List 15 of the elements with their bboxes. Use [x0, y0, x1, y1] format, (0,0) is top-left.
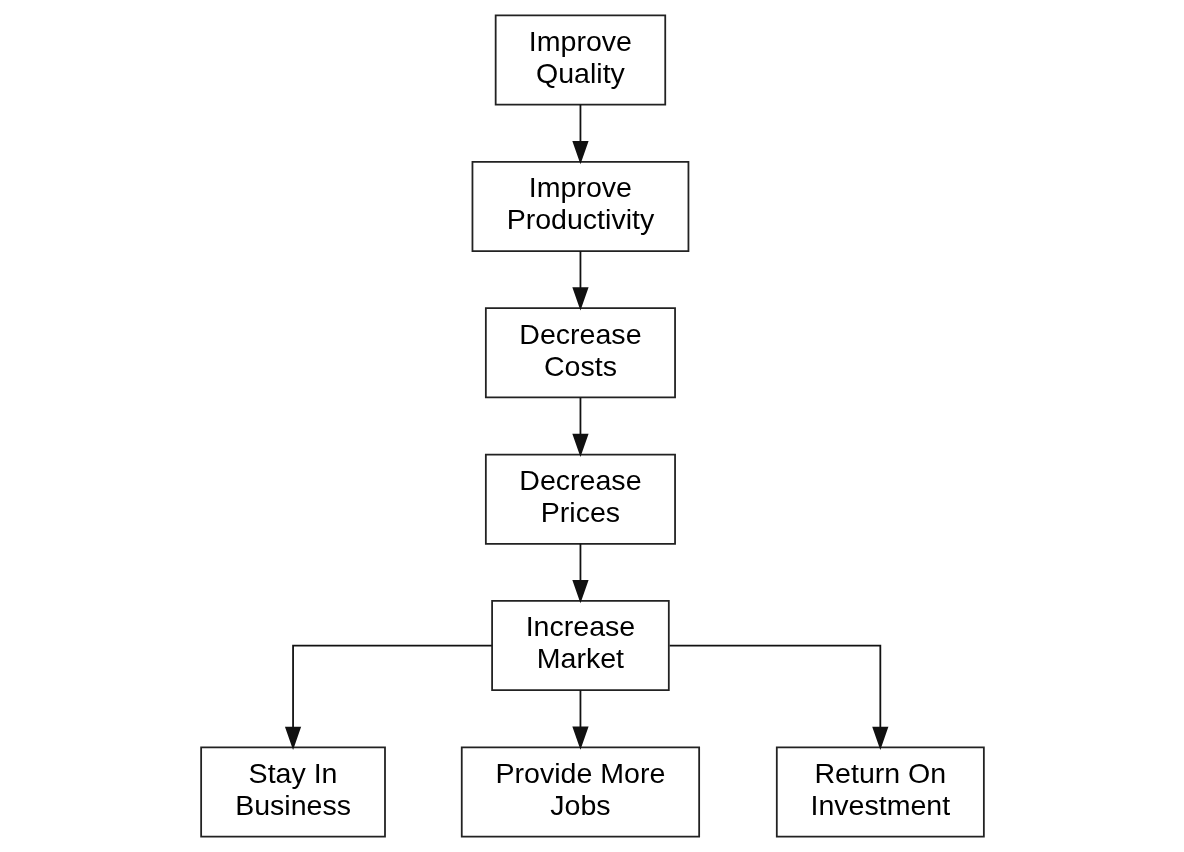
arrow [668, 644, 888, 750]
node-box: Improve Quality [494, 14, 666, 106]
arrow [571, 250, 589, 311]
node-box: Provide More Jobs [460, 746, 700, 838]
arrow [571, 543, 589, 604]
arrow [571, 689, 589, 750]
node-box: Increase Market [490, 600, 670, 692]
node-box: Decrease Costs [484, 307, 676, 399]
arrow [571, 396, 589, 457]
node-box: Decrease Prices [484, 453, 676, 545]
node-box: Improve Productivity [471, 160, 689, 252]
node-box: Return On Investment [775, 746, 985, 838]
node-box: Stay In Business [199, 746, 386, 838]
arrow [284, 644, 493, 750]
arrow [571, 103, 589, 165]
